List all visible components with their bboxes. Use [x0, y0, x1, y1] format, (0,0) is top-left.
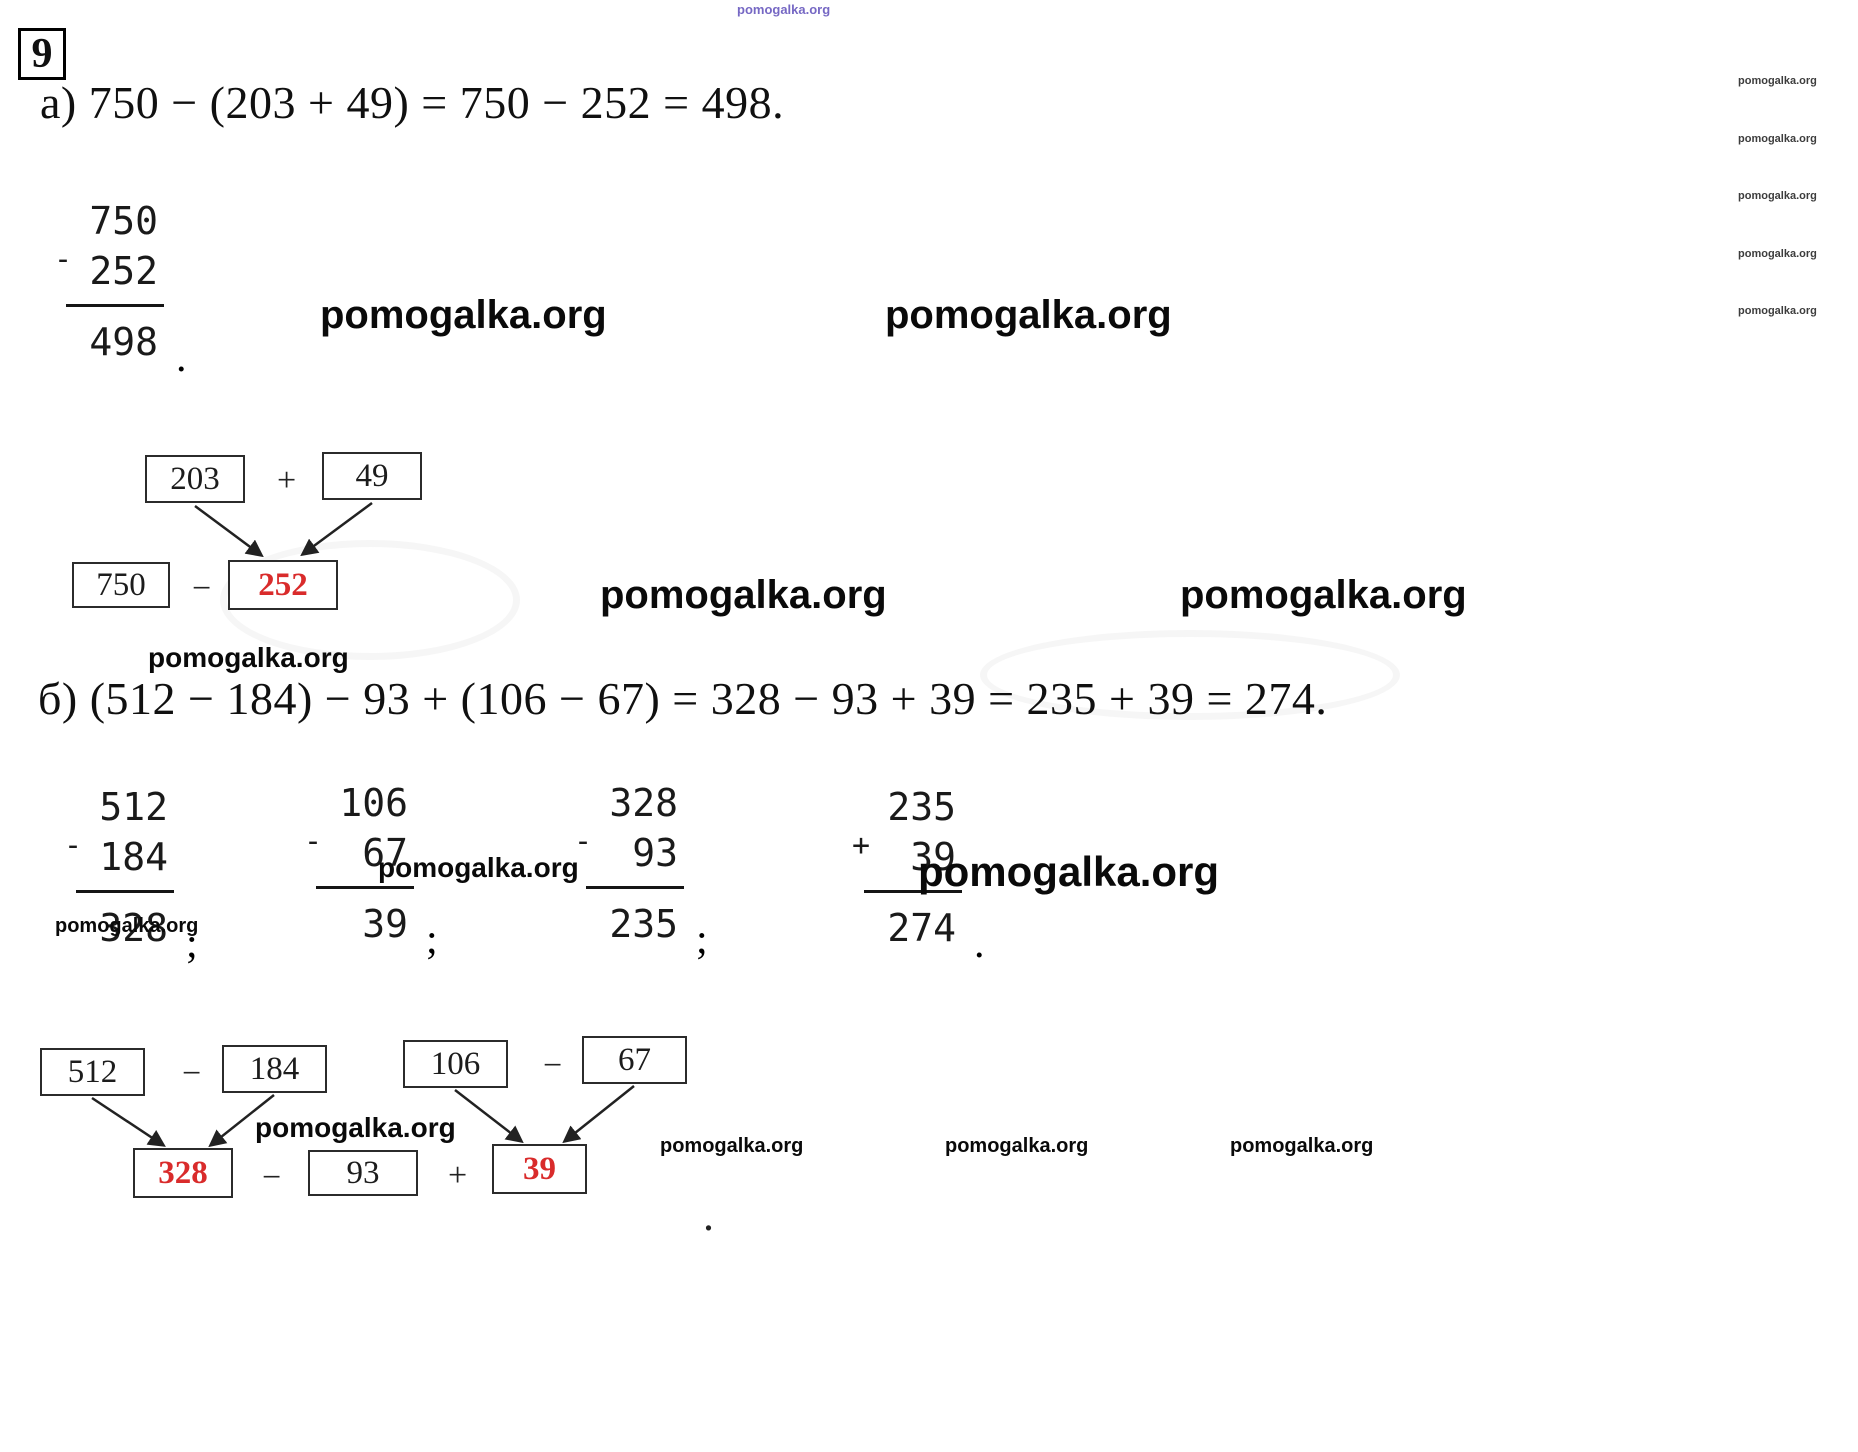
arrow-67-to-39-icon [562, 1085, 635, 1144]
column-op-b4-sign: + [852, 828, 871, 863]
watermark-col-1: pomogalka.org [55, 915, 199, 937]
column-op-b3-top: 328 [609, 781, 678, 825]
diagram-a-box-252: 252 [228, 560, 338, 610]
diagram-b-op4: + [448, 1157, 468, 1194]
column-op-b4-punct: . [974, 921, 985, 967]
watermark-bottom-1: pomogalka.org [660, 1135, 804, 1157]
column-op-b1-rule [76, 890, 174, 893]
column-op-b4-result: 274 [887, 906, 956, 950]
column-op-b1-bottom: 184 [99, 835, 168, 879]
column-op-b1-sign: - [64, 828, 83, 863]
diagram-b-box-106: 106 [403, 1040, 508, 1088]
column-op-b2-punct: ; [426, 917, 438, 963]
watermark-right-5: pomogalka.org [1738, 305, 1817, 317]
diagram-b-op1: − [182, 1055, 202, 1092]
watermark-bold-5: pomogalka.org [148, 642, 349, 673]
watermark-bold-4: pomogalka.org [1180, 573, 1467, 617]
column-op-b2-top: 106 [339, 781, 408, 825]
problem-number: 9 [18, 28, 66, 80]
diagram-a-plus: + [277, 462, 297, 499]
watermark-bottom-3: pomogalka.org [1230, 1135, 1374, 1157]
column-op-b4-rule [864, 890, 962, 893]
column-op-b3-sign: - [574, 824, 593, 859]
column-op-b3-rule [586, 886, 684, 889]
column-op-b2-bottom: 67 [362, 831, 408, 875]
column-op-a-bottom: 252 [89, 249, 158, 293]
column-op-b1-result: 328 [99, 906, 168, 950]
watermark-col-2: pomogalka.org [378, 852, 579, 883]
diagram-b-box-93: 93 [308, 1150, 418, 1196]
column-op-b3-punct: ; [696, 917, 708, 963]
watermark-bold-3: pomogalka.org [600, 573, 887, 617]
column-op-b3: - 328 93 235 ; [574, 778, 708, 963]
diagram-part-b: 512 − 184 106 − 67 328 − 93 + 39 . [35, 1035, 725, 1245]
watermark-diagram-b: pomogalka.org [255, 1112, 456, 1143]
column-op-a: - 750 252 498 . [54, 196, 187, 381]
diagram-b-box-39: 39 [492, 1144, 587, 1194]
column-op-b2-result: 39 [362, 902, 408, 946]
watermark-top: pomogalka.org [737, 2, 831, 17]
arrow-49-to-252-icon [300, 501, 373, 557]
column-op-a-top: 750 [89, 199, 158, 243]
column-op-b4-bottom: 39 [910, 835, 956, 879]
diagram-b-punct: . [703, 1191, 714, 1240]
column-op-a-rule [66, 304, 164, 307]
watermark-right-1: pomogalka.org [1738, 75, 1817, 87]
column-op-b1-top: 512 [99, 785, 168, 829]
column-op-b1: - 512 184 328 ; [64, 782, 198, 967]
watermark-bold-2: pomogalka.org [885, 293, 1172, 337]
diagram-b-box-67: 67 [582, 1036, 687, 1084]
watermark-bottom-2: pomogalka.org [945, 1135, 1089, 1157]
watermark-right-3: pomogalka.org [1738, 190, 1817, 202]
diagram-b-op2: − [543, 1047, 563, 1084]
diagram-a-box-750: 750 [72, 562, 170, 608]
column-op-a-result: 498 [89, 320, 158, 364]
column-op-b1-punct: ; [186, 921, 198, 967]
watermark-right-2: pomogalka.org [1738, 133, 1817, 145]
column-op-b4-top: 235 [887, 785, 956, 829]
arrow-106-to-39-icon [454, 1089, 524, 1144]
diagram-b-box-184: 184 [222, 1045, 327, 1093]
arrow-512-to-328-icon [91, 1096, 166, 1147]
scan-artifact-2 [980, 630, 1400, 720]
column-op-b2-sign: - [304, 824, 323, 859]
diagram-b-op3: − [262, 1159, 282, 1196]
watermark-right-4: pomogalka.org [1738, 248, 1817, 260]
equation-part-b: б) (512 − 184) − 93 + (106 − 67) = 328 −… [38, 673, 1328, 724]
diagram-b-box-512: 512 [40, 1048, 145, 1096]
watermark-col-3: pomogalka.org [918, 848, 1220, 895]
arrow-203-to-252-icon [194, 504, 264, 558]
diagram-b-box-328: 328 [133, 1148, 233, 1198]
column-op-a-punct: . [176, 335, 187, 381]
column-op-b2: - 106 67 39 ; [304, 778, 438, 963]
column-op-b3-result: 235 [609, 902, 678, 946]
column-op-b4: + 235 39 274 . [852, 782, 985, 967]
column-op-a-sign: - [54, 242, 73, 277]
equation-part-a: а) 750 − (203 + 49) = 750 − 252 = 498. [40, 77, 785, 128]
diagram-part-a: 203 + 49 750 − 252 [55, 440, 475, 630]
diagram-a-minus: − [192, 570, 212, 607]
watermark-bold-1: pomogalka.org [320, 293, 607, 337]
diagram-a-box-203: 203 [145, 455, 245, 503]
column-op-b2-rule [316, 886, 414, 889]
diagram-a-box-49: 49 [322, 452, 422, 500]
column-op-b3-bottom: 93 [632, 831, 678, 875]
